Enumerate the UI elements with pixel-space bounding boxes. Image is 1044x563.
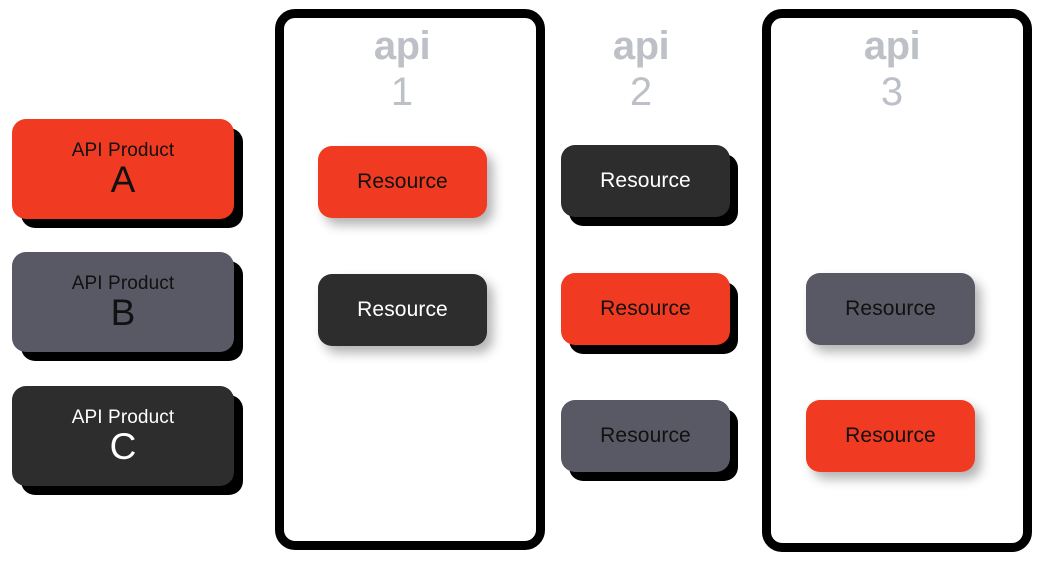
resource-api1-1[interactable]: Resource	[318, 146, 487, 218]
api-header-1: api 1	[312, 24, 492, 116]
resource-api2-1-label: Resource	[600, 169, 691, 192]
api-product-card-a[interactable]: API Product A	[12, 119, 234, 219]
resource-api2-2[interactable]: Resource	[561, 273, 730, 345]
resource-api3-1[interactable]: Resource	[806, 273, 975, 345]
resource-api3-2[interactable]: Resource	[806, 400, 975, 472]
resource-api2-3-label: Resource	[600, 424, 691, 447]
api-header-3: api 3	[802, 24, 982, 116]
api-product-b-title: API Product	[71, 273, 175, 294]
api-header-3-number: 3	[880, 70, 904, 114]
resource-api1-2-label: Resource	[357, 298, 448, 321]
api-header-2-word: api	[612, 24, 670, 68]
api-product-card-b[interactable]: API Product B	[12, 252, 234, 352]
api-header-2-number: 2	[629, 70, 653, 114]
api-product-card-c[interactable]: API Product C	[12, 386, 234, 486]
resource-api3-1-label: Resource	[845, 297, 936, 320]
api-header-1-number: 1	[390, 70, 414, 114]
api-product-a-letter: A	[110, 159, 136, 200]
api-header-3-word: api	[863, 24, 921, 68]
api-header-2: api 2	[551, 24, 731, 116]
api-header-1-word: api	[373, 24, 431, 68]
api-product-c-title: API Product	[71, 407, 175, 428]
resource-api3-2-label: Resource	[845, 424, 936, 447]
api-product-c-letter: C	[109, 426, 137, 467]
resource-api2-2-label: Resource	[600, 297, 691, 320]
resource-api2-3[interactable]: Resource	[561, 400, 730, 472]
api-product-a-title: API Product	[71, 140, 175, 161]
resource-api2-1[interactable]: Resource	[561, 145, 730, 217]
api-product-b-letter: B	[110, 292, 136, 333]
resource-api1-1-label: Resource	[357, 170, 448, 193]
resource-api1-2[interactable]: Resource	[318, 274, 487, 346]
